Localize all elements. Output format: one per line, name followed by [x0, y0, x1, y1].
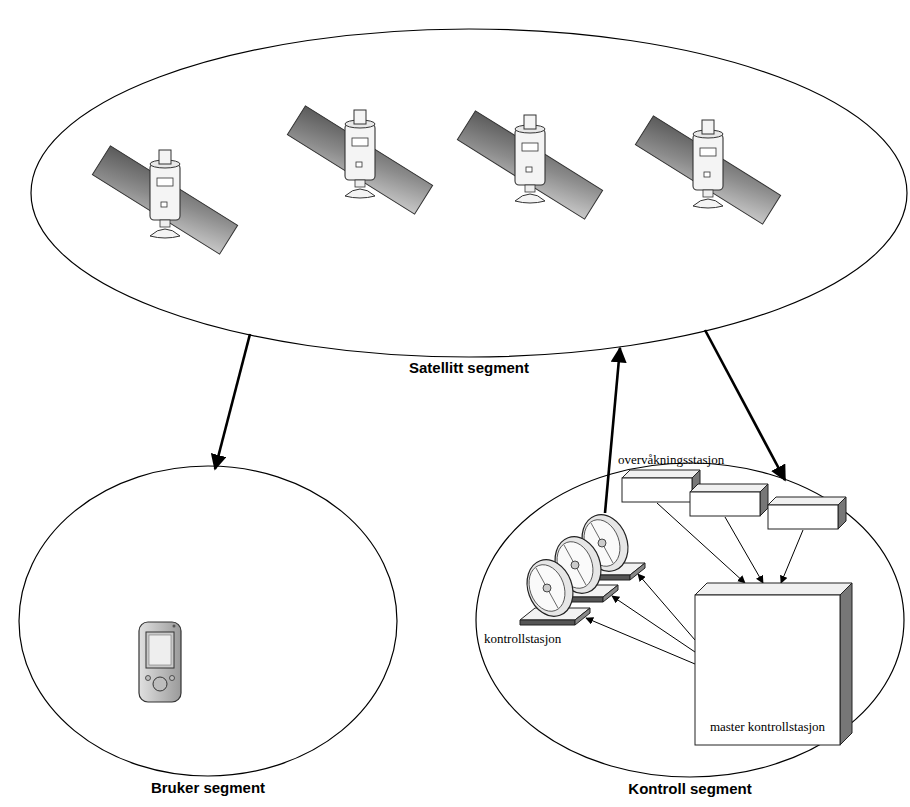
- monitor-station-box: [622, 470, 700, 502]
- connector-line: [781, 530, 803, 583]
- satellite-body: [515, 129, 545, 185]
- satellite-window: [161, 202, 167, 207]
- station-label: overvåkningsstasjon: [618, 452, 724, 468]
- node-outline: [480, 500, 650, 650]
- satellite-icon: [457, 111, 602, 219]
- master-station-box: [695, 583, 852, 745]
- satellite-antenna: [524, 115, 536, 129]
- connector-line: [215, 334, 250, 469]
- solar-panel: [287, 106, 432, 214]
- monitor-station-box: [690, 484, 768, 516]
- satellite-window: [526, 167, 532, 172]
- segment-label: Satellitt segment: [30, 359, 908, 376]
- node-outline: [18, 465, 398, 777]
- monitor-station-box: [768, 497, 846, 529]
- station-group: kontrollstasjon: [480, 500, 650, 650]
- satellite-dish: [345, 189, 375, 198]
- solar-panel: [457, 111, 602, 219]
- satellite-icon: [92, 146, 237, 254]
- satellite-icons: [92, 106, 780, 254]
- segment-region: Bruker segment: [18, 465, 398, 777]
- satellite-body: [345, 124, 375, 180]
- station-label: kontrollstasjon: [484, 631, 561, 647]
- connector-arrow: [605, 348, 620, 513]
- satellite-window: [157, 178, 173, 186]
- satellite-body: [693, 134, 723, 190]
- station-group: master kontrollstasjon: [695, 580, 855, 748]
- segment-ellipse: [476, 463, 904, 777]
- satellite-antenna: [159, 150, 171, 164]
- satellite-neck: [525, 185, 535, 192]
- node-outline: [30, 28, 908, 358]
- segment-label: Kontroll segment: [475, 780, 905, 797]
- satellite-neck: [703, 190, 713, 197]
- station-group: overvåkningsstasjon: [612, 452, 857, 547]
- segment-label: Bruker segment: [18, 779, 398, 796]
- satellite-dish: [150, 229, 180, 238]
- connector-line: [586, 618, 695, 664]
- satellite-antenna: [354, 110, 366, 124]
- connector-line: [638, 574, 695, 640]
- connector-line: [605, 348, 620, 513]
- satellite-neck: [355, 180, 365, 187]
- satellite-window: [700, 148, 716, 156]
- satellite-neck: [160, 220, 170, 227]
- segment-ellipse: [31, 29, 907, 357]
- satellite-dish: [515, 194, 545, 203]
- satellite-window: [352, 138, 368, 146]
- satellite-icon: [287, 106, 432, 214]
- segment-region: Satellitt segment: [30, 28, 908, 358]
- satellite-icon: [635, 116, 780, 224]
- satellite-window: [704, 172, 710, 177]
- satellite-window: [522, 143, 538, 151]
- satellite-window: [356, 162, 362, 167]
- segment-region: Kontroll segmentkontrollstasjonovervåkni…: [475, 462, 905, 778]
- satellite-dish: [693, 199, 723, 208]
- connector-line: [725, 517, 763, 583]
- phone-icon: [139, 622, 181, 702]
- satellite-body: [150, 164, 180, 220]
- solar-panel: [92, 146, 237, 254]
- connector-line: [612, 596, 695, 652]
- satellite-antenna: [702, 120, 714, 134]
- station-label: master kontrollstasjon: [695, 719, 840, 735]
- segment-ellipse: [19, 466, 397, 776]
- dish-antenna: [519, 553, 590, 625]
- solar-panel: [635, 116, 780, 224]
- connector-arrow: [215, 334, 250, 469]
